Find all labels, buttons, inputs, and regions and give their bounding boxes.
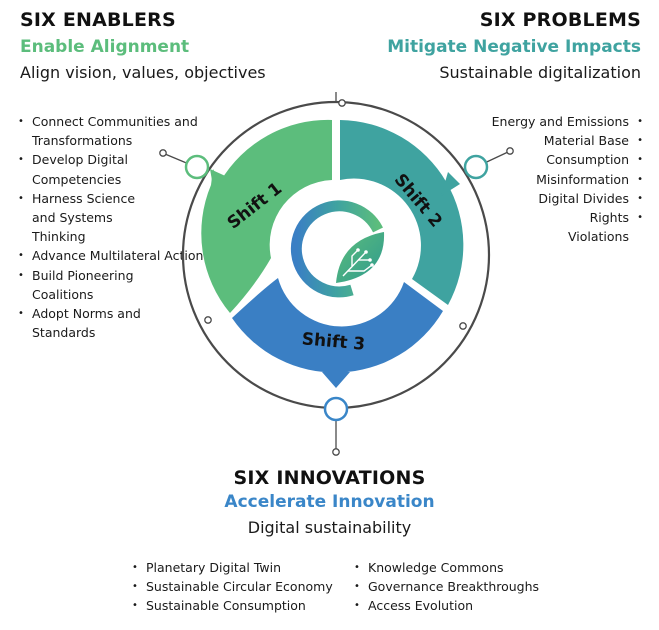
enablers-list: Connect Communities and Transformations … [16, 112, 206, 342]
list-item: Advance Multilateral Action [16, 246, 206, 265]
shift-2-arrow [441, 172, 460, 196]
shift-3-arrow [322, 372, 350, 388]
enablers-subtitle: Enable Alignment [20, 37, 190, 57]
shift-3-segment [232, 278, 443, 373]
problems-list: Energy and Emissions Material Base Consu… [475, 112, 645, 246]
leaf-circuit-icon [288, 200, 385, 298]
list-item: Harness Science and Systems Thinking [16, 189, 152, 247]
shift-2-segment [340, 120, 464, 305]
shift-1-arrow [210, 169, 232, 192]
list-item: Governance Breakthroughs [352, 577, 539, 596]
connector-dot [506, 147, 514, 155]
list-item: Knowledge Commons [352, 558, 539, 577]
connector-dot [332, 448, 340, 456]
list-item: Energy and Emissions [475, 112, 645, 131]
enablers-title: SIX ENABLERS [20, 9, 176, 31]
list-item: Digital Divides [475, 189, 645, 208]
problems-subtitle: Mitigate Negative Impacts [387, 37, 641, 57]
enablers-description: Align vision, values, objectives [20, 63, 266, 82]
list-item: Adopt Norms and Standards [16, 304, 167, 342]
list-item: Sustainable Circular Economy [130, 577, 333, 596]
shift-1-segment [201, 119, 332, 313]
list-item: Sustainable Consumption [130, 596, 333, 615]
list-item: Build Pioneering Coalitions [16, 266, 162, 304]
connector-dot [338, 99, 346, 107]
list-item: Rights Violations [475, 208, 645, 246]
innovations-title: SIX INNOVATIONS [233, 467, 426, 489]
list-item: Misinformation [475, 170, 645, 189]
innovations-description: Digital sustainability [247, 518, 412, 537]
connector-dot [204, 316, 212, 324]
shift-2-node [463, 154, 489, 180]
problems-description: Sustainable digitalization [439, 63, 641, 82]
list-item: Consumption [475, 150, 645, 169]
connector-dot [159, 149, 167, 157]
list-item: Access Evolution [352, 596, 539, 615]
list-item: Develop Digital Competencies [16, 150, 206, 188]
connectors [159, 92, 514, 456]
connector-dot [459, 322, 467, 330]
shift-3-node [323, 396, 349, 422]
problems-title: SIX PROBLEMS [479, 9, 641, 31]
list-item: Planetary Digital Twin [130, 558, 333, 577]
list-item: Connect Communities and Transformations [16, 112, 206, 150]
shift-1-node [184, 154, 210, 180]
innovations-list-left: Planetary Digital Twin Sustainable Circu… [130, 558, 333, 616]
innovations-list-right: Knowledge Commons Governance Breakthroug… [352, 558, 539, 616]
list-item: Material Base [475, 131, 645, 150]
innovations-subtitle: Accelerate Innovation [224, 492, 435, 512]
